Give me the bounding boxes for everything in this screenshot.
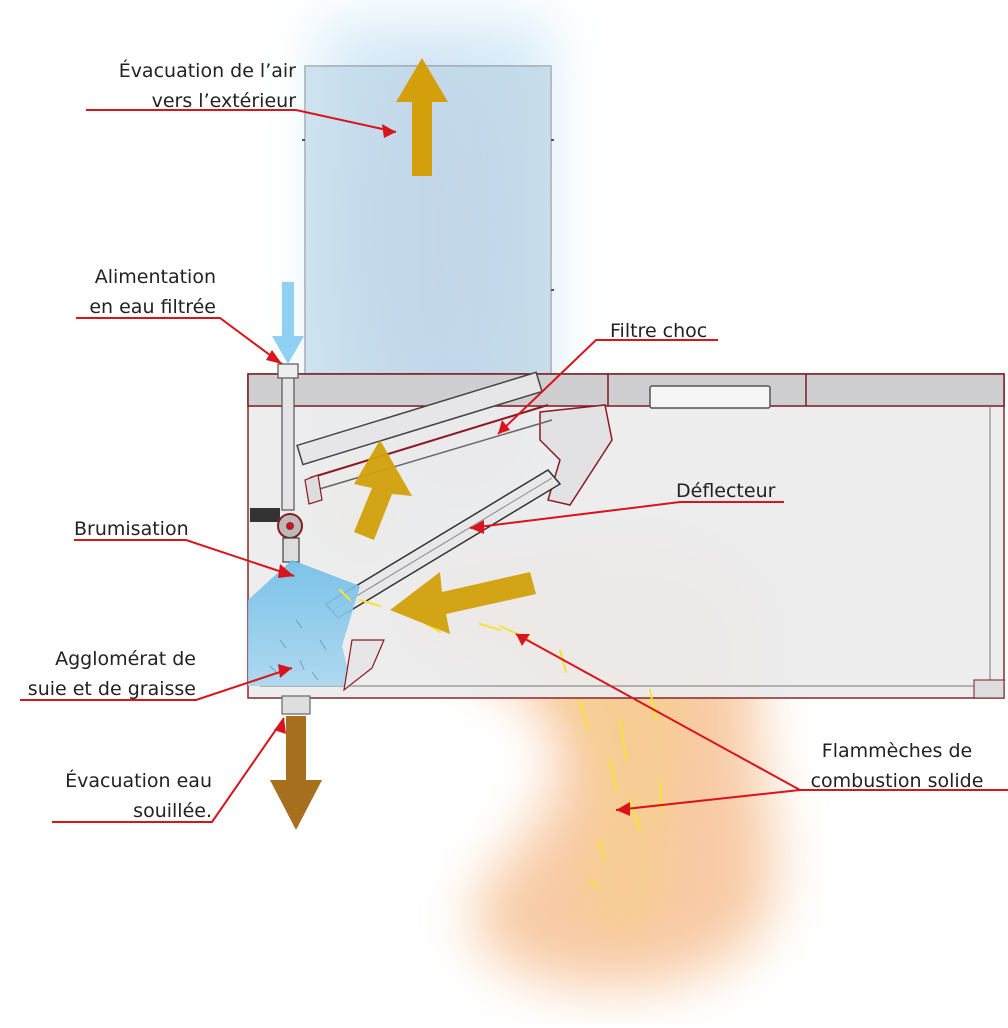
label-water-supply: Alimentation en eau filtrée — [40, 262, 216, 322]
label-embers-line1: Flammèches de — [821, 740, 973, 762]
airflow-in-arrow-icon — [390, 572, 536, 634]
leader-lines — [20, 109, 1008, 823]
label-agglomerate: Agglomérat de suie et de graisse — [20, 644, 196, 704]
dirty-water-arrow-icon — [270, 716, 322, 830]
label-air-exhaust: Évacuation de l’air vers l’extérieur — [60, 56, 296, 116]
label-embers-line2: combustion solide — [810, 770, 984, 792]
label-air-exhaust-line1: Évacuation de l’air — [118, 60, 296, 82]
label-water-supply-line2: en eau filtrée — [89, 296, 216, 318]
water-pipe — [250, 363, 311, 715]
label-agglomerate-line2: suie et de graisse — [27, 678, 196, 700]
label-air-exhaust-line2: vers l’extérieur — [151, 90, 296, 112]
label-dirty-water-line2: souillée. — [133, 800, 212, 822]
label-water-supply-line1: Alimentation — [94, 266, 216, 288]
label-misting: Brumisation — [74, 518, 189, 540]
water-supply-arrow-icon — [272, 282, 304, 364]
air-exhaust-arrow-icon — [396, 58, 448, 176]
label-impact-filter: Filtre choc — [610, 320, 708, 342]
label-deflector: Déflecteur — [676, 480, 776, 502]
label-dirty-water: Évacuation eau souillée. — [40, 766, 212, 826]
label-dirty-water-line1: Évacuation eau — [65, 770, 212, 792]
leader-arrowheads — [266, 124, 630, 816]
airflow-up-arrow-icon — [354, 440, 412, 540]
filter-assembly — [296, 371, 613, 506]
label-embers: Flammèches de combustion solide — [792, 736, 1002, 796]
misting-spray — [248, 560, 385, 692]
label-agglomerate-line1: Agglomérat de — [55, 648, 196, 670]
